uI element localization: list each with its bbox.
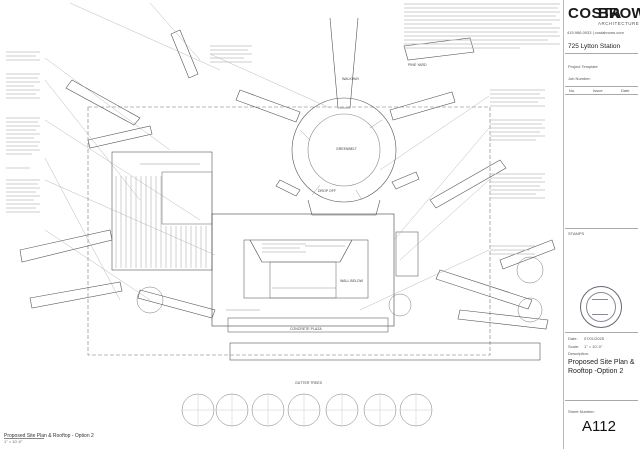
date-value: 07/01/2025: [584, 336, 605, 341]
divider: [565, 228, 638, 229]
label-concrete-plaza: CONCRETE PLAZA: [290, 327, 322, 331]
sheet-number-label: Sheet Number:: [568, 409, 595, 414]
firm-name-part2: BROWN: [598, 5, 640, 22]
rev-col-issue: Issue: [593, 88, 603, 93]
description-label: Description:: [568, 351, 590, 356]
label-pine-yard: PINE YARD: [408, 63, 427, 67]
scale-value: 1" = 10'-0": [584, 344, 603, 349]
divider: [565, 400, 638, 401]
label-greenbelt: GREENBELT: [336, 147, 358, 151]
revision-table: No. Issue Date: [565, 86, 638, 224]
project-address: 725 Lytton Station: [568, 43, 621, 50]
label-gutter-trees: GUTTER TREES: [295, 381, 323, 385]
title-underline: [4, 438, 44, 439]
drawing-title-text: Proposed Site Plan & Rooftop - Option 2: [4, 433, 94, 439]
drawing-scale-text: 1" = 10'-0": [4, 439, 23, 444]
rev-col-no: No.: [569, 88, 576, 93]
firm-name-sub: ARCHITECTURE: [598, 21, 640, 26]
project-template-label: Project Template: [568, 64, 598, 69]
firm-contact: 415.986.0933 | costabrown.com: [567, 30, 624, 35]
site-plan-drawing: DROP OFF GREENBELT CONCRETE PLAZA WALKWA…: [6, 2, 560, 427]
label-drop-off: DROP OFF: [318, 189, 336, 193]
job-number-label: Job Number:: [568, 76, 591, 81]
scale-label: Scale:: [568, 344, 580, 349]
divider: [565, 332, 638, 333]
rev-col-date: Date: [621, 88, 630, 93]
date-label: Date:: [568, 336, 578, 341]
sheet-title: Proposed Site Plan & Rooftop -Option 2: [568, 359, 635, 375]
firm-name-part1: COSTA: [568, 5, 622, 22]
sheet-number: A112: [582, 418, 616, 435]
label-wall-below: WALL BELOW: [340, 279, 364, 283]
note-blocks: [6, 3, 560, 255]
drawing-title: Proposed Site Plan & Rooftop - Option 2 …: [4, 433, 94, 445]
label-walkway: WALKWAY: [342, 77, 360, 81]
stamp-label: STAMPS: [568, 231, 585, 236]
title-block: [563, 0, 640, 449]
architect-seal: [580, 286, 622, 328]
divider: [565, 53, 638, 54]
